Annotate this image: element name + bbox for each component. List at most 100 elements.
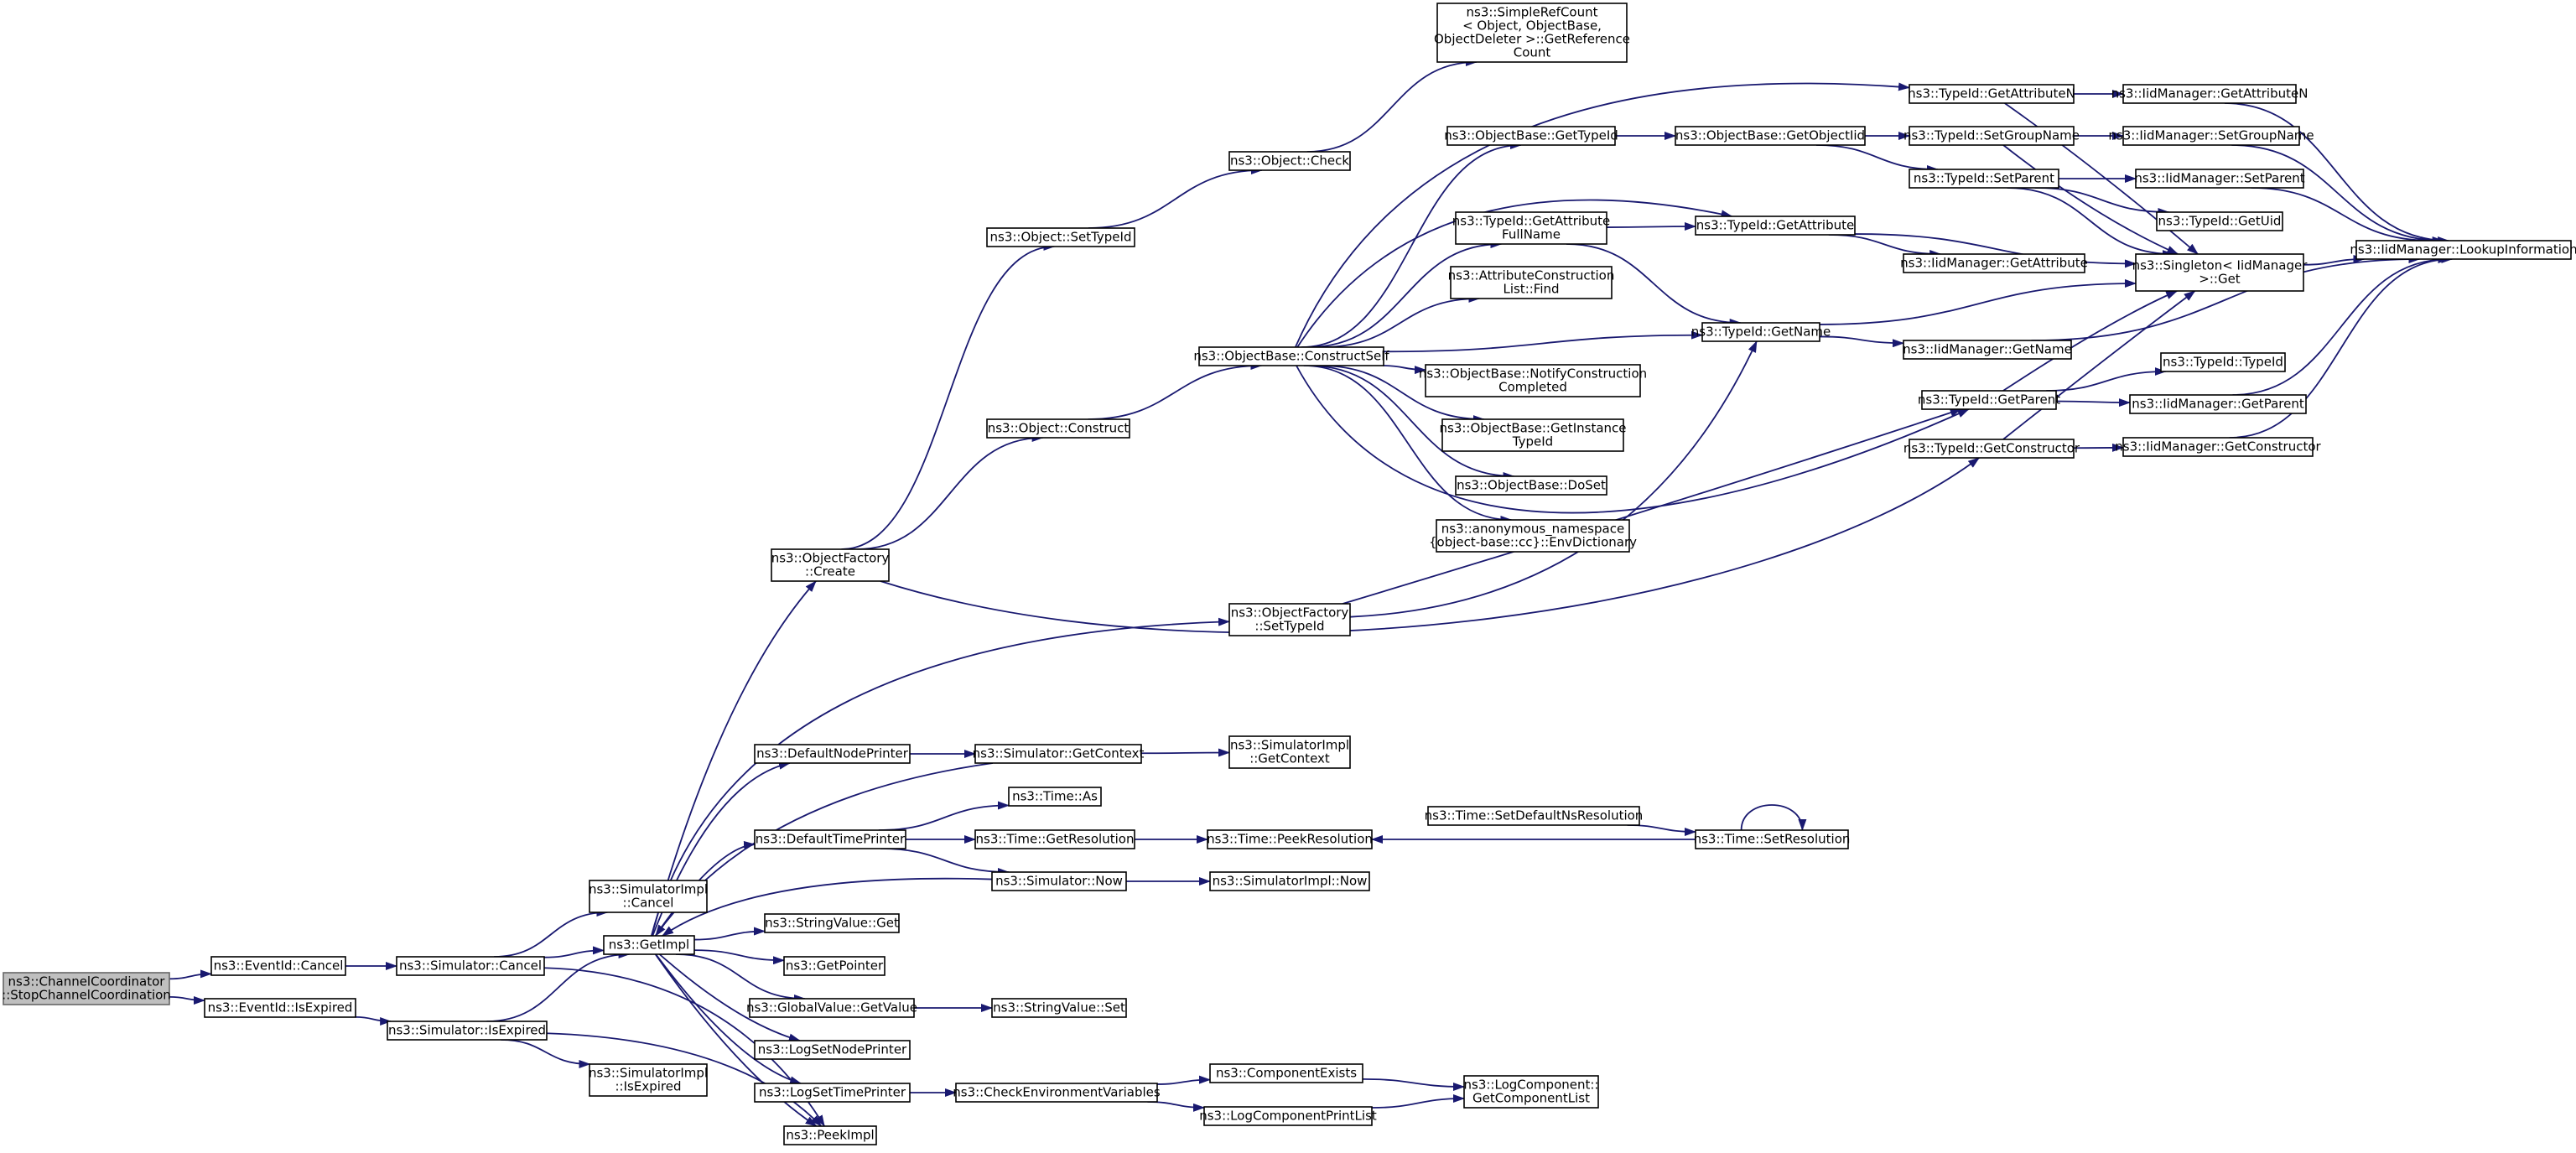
node-ofCreate[interactable]: ns3::ObjectFactory::Create	[771, 548, 890, 582]
edge-obConstructSelf-to-attrConsFind	[1321, 294, 1481, 348]
node-getPointer[interactable]: ns3::GetPointer	[783, 956, 886, 976]
edge-path	[2046, 367, 2167, 392]
node-singletonGet[interactable]: ns3::Singleton< IidManager >::Get	[2132, 253, 2309, 292]
node-timeGetRes[interactable]: ns3::Time::GetResolution	[974, 829, 1135, 849]
node-obNotify[interactable]: ns3::ObjectBase::NotifyConstructionCompl…	[1419, 364, 1647, 397]
node-gvGetValue[interactable]: ns3::GlobalValue::GetValue	[746, 998, 917, 1018]
node-iidSetGroup[interactable]: ns3::IidManager::SetGroupName	[2108, 126, 2314, 146]
edge-tidGetAttrFull-to-tidGetName	[1566, 243, 1742, 327]
node-tidGetAttrN[interactable]: ns3::TypeId::GetAttributeN	[1908, 84, 2075, 104]
node-simImplIsExpired[interactable]: ns3::SimulatorImpl::IsExpired	[589, 1063, 708, 1097]
node-label: ::Create	[805, 564, 855, 579]
node-iidGetParent[interactable]: ns3::IidManager::GetParent	[2129, 394, 2307, 414]
edge-path	[1819, 278, 2137, 325]
node-simCancel[interactable]: ns3::Simulator::Cancel	[396, 956, 545, 976]
node-objCheck[interactable]: ns3::Object::Check	[1228, 151, 1351, 171]
edge-iidGetAttrN-to-iidLookup	[2224, 102, 2450, 245]
edge-obConstructSelf-to-tidGetAttrFull	[1308, 240, 1503, 348]
node-label: ObjectDeleter >::GetReference	[1434, 32, 1630, 47]
node-objSetTypeId[interactable]: ns3::Object::SetTypeId	[986, 227, 1135, 247]
node-tidGetAttr[interactable]: ns3::TypeId::GetAttribute	[1695, 216, 1856, 236]
node-evCancel[interactable]: ns3::EventId::Cancel	[210, 956, 346, 976]
node-label: ns3::Time::As	[1012, 789, 1098, 804]
node-box	[986, 418, 1130, 439]
edge-path	[1296, 365, 1970, 514]
node-simNow[interactable]: ns3::Simulator::Now	[991, 871, 1127, 891]
node-label: ns3::Object::SetTypeId	[990, 230, 1132, 245]
node-simImplGetContext[interactable]: ns3::SimulatorImpl::GetContext	[1228, 735, 1351, 769]
node-timeSetDefNs[interactable]: ns3::Time::SetDefaultNsResolution	[1425, 806, 1644, 826]
node-iidLookup[interactable]: ns3::IidManager::LookupInformation	[2350, 240, 2576, 260]
node-tidTypeId[interactable]: ns3::TypeId::TypeId	[2160, 352, 2286, 372]
node-stop[interactable]: ns3::ChannelCoordinator::StopChannelCoor…	[2, 972, 171, 1005]
node-box	[1903, 253, 2085, 273]
node-label: {object-base::cc}::EnvDictionary	[1429, 535, 1637, 550]
node-simImplCancel[interactable]: ns3::SimulatorImpl::Cancel	[589, 880, 708, 913]
node-simpleRef[interactable]: ns3::SimpleRefCount< Object, ObjectBase,…	[1434, 3, 1630, 63]
node-anonEnv[interactable]: ns3::anonymous_namespace{object-base::cc…	[1429, 519, 1637, 553]
node-iidGetName[interactable]: ns3::IidManager::GetName	[1903, 340, 2072, 360]
node-simIsExpired[interactable]: ns3::Simulator::IsExpired	[387, 1021, 548, 1041]
node-defTimePrinter[interactable]: ns3::DefaultTimePrinter	[754, 829, 906, 849]
node-box	[1228, 735, 1351, 769]
node-iidSetParent[interactable]: ns3::IidManager::SetParent	[2134, 169, 2305, 189]
node-objConstruct[interactable]: ns3::Object::Construct	[986, 418, 1130, 439]
node-box	[603, 935, 695, 955]
node-logCompGet[interactable]: ns3::LogComponent::GetComponentList	[1463, 1075, 1599, 1109]
node-timeAs[interactable]: ns3::Time::As	[1008, 787, 1102, 807]
node-iidGetAttrName[interactable]: ns3::IidManager::GetAttribute	[1900, 253, 2088, 273]
node-timeSetRes[interactable]: ns3::Time::SetResolution	[1694, 829, 1851, 849]
node-label: ns3::EventId::Cancel	[214, 958, 344, 974]
edge-path	[1383, 365, 1426, 375]
node-compExists[interactable]: ns3::ComponentExists	[1209, 1063, 1363, 1083]
node-obGetObjectIid[interactable]: ns3::ObjectBase::GetObjectIid	[1675, 126, 1866, 146]
node-tidSetParent[interactable]: ns3::TypeId::SetParent	[1909, 169, 2059, 189]
node-peekImpl[interactable]: ns3::PeekImpl	[783, 1125, 877, 1145]
node-checkEnv[interactable]: ns3::CheckEnvironmentVariables	[953, 1083, 1161, 1103]
node-simImplNow[interactable]: ns3::SimulatorImpl::Now	[1209, 871, 1370, 891]
node-box	[754, 1083, 911, 1103]
node-box	[1909, 439, 2075, 459]
edge-path	[2231, 144, 2444, 245]
edge-tidGetParent-to-tidTypeId	[2046, 367, 2167, 392]
node-simGetContext[interactable]: ns3::Simulator::GetContext	[973, 744, 1145, 764]
node-strValGet[interactable]: ns3::StringValue::Get	[764, 913, 900, 933]
node-getImpl[interactable]: ns3::GetImpl	[603, 935, 695, 955]
node-obConstructSelf[interactable]: ns3::ObjectBase::ConstructSelf	[1193, 346, 1389, 366]
node-tidSetGroup[interactable]: ns3::TypeId::SetGroupName	[1903, 126, 2080, 146]
node-strValSet[interactable]: ns3::StringValue::Set	[991, 998, 1127, 1018]
node-iidGetCons[interactable]: ns3::IidManager::GetConstructor	[2115, 437, 2322, 457]
edge-path	[2251, 187, 2433, 245]
node-obDoSet[interactable]: ns3::ObjectBase::DoSet	[1455, 475, 1607, 496]
node-label: ns3::Object::Construct	[988, 421, 1130, 436]
node-logSetTime[interactable]: ns3::LogSetTimePrinter	[754, 1083, 911, 1103]
node-tidGetParent[interactable]: ns3::TypeId::GetParent	[1918, 390, 2060, 410]
node-ofSetTypeId[interactable]: ns3::ObjectFactory::SetTypeId	[1228, 603, 1351, 636]
node-evExpired[interactable]: ns3::EventId::IsExpired	[204, 998, 356, 1018]
node-label: ::IsExpired	[615, 1079, 682, 1094]
edge-path	[2031, 255, 2421, 341]
edge-getImpl-to-ofSetTypeId	[651, 617, 1230, 937]
node-timePeekRes[interactable]: ns3::Time::PeekResolution	[1207, 829, 1373, 849]
node-logSetNode[interactable]: ns3::LogSetNodePrinter	[754, 1040, 911, 1060]
node-tidGetCons[interactable]: ns3::TypeId::GetConstructor	[1903, 439, 2080, 459]
node-iidGetAttrN[interactable]: ns3::IidManager::GetAttributeN	[2111, 84, 2309, 104]
node-obGetTypeId[interactable]: ns3::ObjectBase::GetTypeId	[1444, 126, 1618, 146]
node-box	[589, 1063, 708, 1097]
edge-path	[1303, 365, 1513, 524]
node-box	[3, 972, 170, 1005]
node-defNodePrinter[interactable]: ns3::DefaultNodePrinter	[754, 744, 911, 764]
edge-tidGetAttr-to-singletonGet	[1854, 233, 2137, 268]
node-tidGetName[interactable]: ns3::TypeId::GetName	[1691, 322, 1831, 342]
edge-path	[2232, 255, 2450, 396]
edge-path	[1308, 240, 1503, 348]
edge-path	[1566, 243, 1742, 327]
node-logCompPrint[interactable]: ns3::LogComponentPrintList	[1199, 1106, 1377, 1126]
node-tidGetUid[interactable]: ns3::TypeId::GetUid	[2156, 211, 2283, 231]
edge-path	[880, 848, 1010, 876]
edge-path	[1819, 335, 1904, 348]
edge-ofCreate-to-objSetTypeId	[841, 242, 1056, 550]
